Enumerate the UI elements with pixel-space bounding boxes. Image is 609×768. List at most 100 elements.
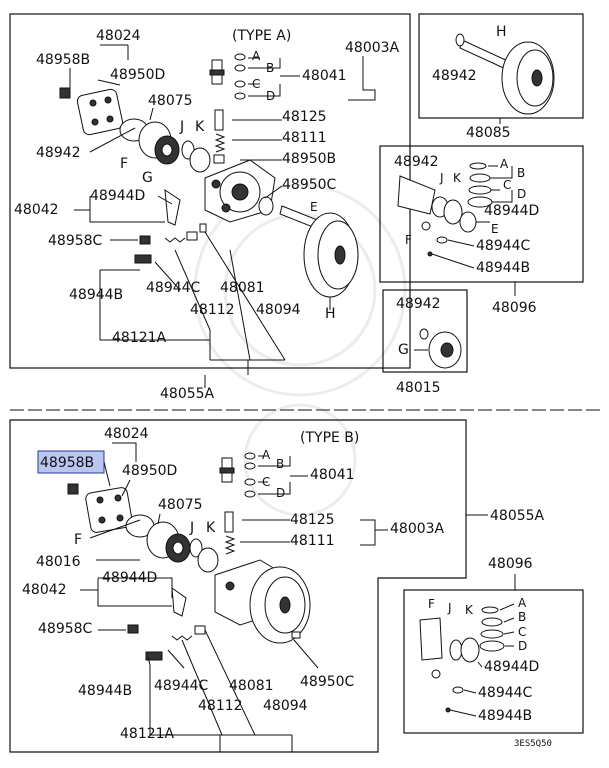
label-f: F — [74, 532, 82, 548]
label-48125: 48125 — [290, 512, 335, 528]
pump-body-b-part[interactable] — [214, 559, 311, 644]
label-j: J — [189, 520, 194, 536]
label-48041: 48041 — [310, 467, 355, 483]
label-48944b: 48944B — [69, 287, 123, 303]
label-48958c: 48958C — [38, 621, 93, 637]
label-48094: 48094 — [256, 302, 301, 318]
label-48942: 48942 — [36, 145, 81, 161]
label-48958b: 48958B — [40, 455, 94, 471]
rear-cover-part[interactable] — [76, 88, 124, 136]
label-48944b: 48944B — [78, 683, 132, 699]
gasket-kit-part[interactable] — [397, 162, 493, 257]
cam-ring-b-part[interactable] — [125, 514, 219, 573]
type-a-labels: 48024 48958B 48950D 48075 48942 F G J K … — [14, 28, 400, 402]
label-48125: 48125 — [282, 109, 327, 125]
label-48950c: 48950C — [282, 177, 337, 193]
label-48111: 48111 — [282, 130, 327, 146]
label-48942: 48942 — [396, 296, 441, 312]
label-48950c: 48950C — [300, 674, 355, 690]
label-48950d: 48950D — [110, 67, 165, 83]
label-48055a: 48055A — [160, 386, 215, 402]
label-48958c: 48958C — [48, 233, 103, 249]
label-d: D — [518, 639, 527, 653]
bracket-b-part[interactable] — [127, 586, 187, 634]
label-48944c: 48944C — [476, 238, 531, 254]
label-e: E — [310, 200, 318, 214]
bolt-48958b-part[interactable] — [59, 87, 71, 99]
label-48958b: 48958B — [36, 52, 90, 68]
bolt-48958c-part[interactable] — [139, 235, 151, 245]
label-48942: 48942 — [394, 154, 439, 170]
type-b-leader-lines — [80, 442, 488, 752]
label-e: E — [491, 222, 499, 236]
bolt-48958b-b-part[interactable] — [67, 483, 79, 495]
label-48944b: 48944B — [478, 708, 532, 724]
label-b: B — [276, 457, 284, 471]
flow-valve-b-part[interactable] — [219, 457, 236, 555]
label-g: G — [398, 342, 409, 358]
oring-set-b-part[interactable] — [244, 452, 256, 498]
cam-ring-part[interactable] — [119, 118, 180, 165]
label-48024: 48024 — [96, 28, 141, 44]
label-48944d: 48944D — [90, 188, 145, 204]
label-a: A — [518, 596, 527, 610]
label-48944c: 48944C — [478, 685, 533, 701]
label-48096: 48096 — [488, 556, 533, 572]
rear-cover-b-part[interactable] — [85, 487, 133, 534]
type-a-section: (TYPE A) — [9, 13, 411, 402]
bracket-48944d-part[interactable] — [164, 189, 181, 226]
label-48944d: 48944D — [484, 203, 539, 219]
label-48111: 48111 — [290, 533, 335, 549]
label-d: D — [517, 187, 526, 201]
label-48944d: 48944D — [484, 659, 539, 675]
label-48944b: 48944B — [476, 260, 530, 276]
label-a: A — [262, 448, 271, 462]
label-a: A — [500, 157, 509, 171]
rotor-48015-part[interactable] — [419, 328, 462, 369]
label-48042: 48042 — [14, 202, 59, 218]
pump-body-part[interactable] — [204, 159, 276, 223]
oil-seal-e-part[interactable] — [258, 196, 274, 216]
label-48081: 48081 — [220, 280, 265, 296]
label-48112: 48112 — [190, 302, 235, 318]
seal-kit-box-bottom: 48096 F J K A B C D 48944D 48944C 48944B — [403, 556, 584, 734]
label-48112: 48112 — [198, 698, 243, 714]
label-48942: 48942 — [432, 68, 477, 84]
label-j: J — [439, 171, 444, 185]
label-j: J — [447, 601, 452, 615]
gasket-kit-b-part[interactable] — [419, 606, 505, 713]
label-b: B — [518, 610, 526, 624]
label-48085: 48085 — [466, 125, 511, 141]
label-c: C — [503, 178, 511, 192]
relief-valve-b-part[interactable] — [145, 625, 301, 661]
relief-valve-part[interactable] — [134, 223, 207, 264]
label-48024: 48024 — [104, 426, 149, 442]
label-k: K — [206, 520, 216, 536]
label-f: F — [428, 597, 435, 611]
oring-k-part[interactable] — [189, 147, 211, 173]
label-48042: 48042 — [22, 582, 67, 598]
label-48094: 48094 — [263, 698, 308, 714]
label-48950d: 48950D — [122, 463, 177, 479]
type-a-label: (TYPE A) — [232, 28, 291, 44]
type-a-leader-lines — [69, 44, 376, 388]
label-h: H — [496, 24, 507, 40]
label-k: K — [453, 171, 462, 185]
diagram-code: 3ES5Q50 — [514, 739, 552, 749]
label-g: G — [142, 170, 153, 186]
flow-valve-part[interactable] — [209, 59, 226, 164]
oring-48942-part[interactable] — [455, 33, 465, 47]
label-j: J — [179, 119, 184, 135]
rotor-kit-box: 48942 G 48015 — [382, 289, 468, 396]
label-d: D — [276, 486, 285, 500]
oring-set-a-d-part[interactable] — [234, 53, 246, 100]
pulley-48085-part[interactable] — [459, 39, 555, 115]
type-b-labels: 48024 48958B 48950D 48075 F J K 48016 A … — [22, 426, 545, 742]
pulley-h-part[interactable] — [303, 212, 359, 298]
label-48075: 48075 — [158, 497, 203, 513]
label-f: F — [405, 233, 412, 247]
label-48055a: 48055A — [490, 508, 545, 524]
label-48121a: 48121A — [120, 726, 175, 742]
label-h: H — [325, 306, 336, 322]
